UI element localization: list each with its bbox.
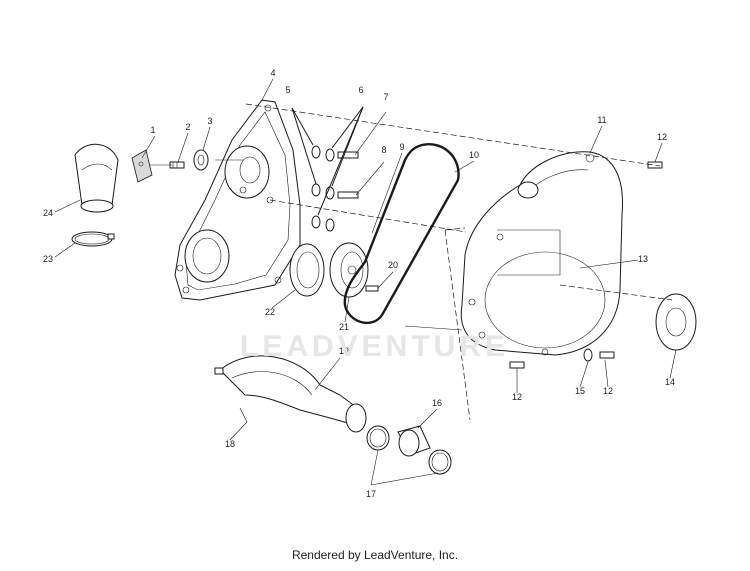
watermark: LEADVENTURE [240, 330, 510, 363]
callout-20: 20 [388, 260, 398, 270]
parts-5-6-7-hardware [291, 106, 387, 232]
callout-19: 19 [339, 346, 349, 356]
callout-12: 12 [603, 386, 613, 396]
callout-23: 23 [43, 254, 53, 264]
part-19-duct [219, 355, 367, 433]
part-16-sleeve [397, 425, 431, 457]
part-12-screws [509, 161, 663, 369]
callout-5: 5 [285, 85, 290, 95]
callout-9: 9 [399, 142, 404, 152]
callout-4: 4 [270, 68, 275, 78]
part-2-screw [169, 161, 185, 169]
callout-14: 14 [665, 377, 675, 387]
footer-credit: Rendered by LeadVenture, Inc. [291, 548, 459, 562]
part-15-washer [583, 348, 593, 362]
assembly-lines [150, 103, 673, 421]
callout-24: 24 [43, 208, 53, 218]
callout-17: 17 [366, 489, 376, 499]
callout-18: 18 [225, 439, 235, 449]
part-21-hub [329, 242, 369, 298]
part-4-inner-cover [174, 99, 301, 301]
part-17-clamps [366, 425, 452, 486]
callout-3: 3 [207, 116, 212, 126]
callout-1: 1 [150, 125, 155, 135]
part-18-screw [214, 367, 248, 423]
part-1-bracket [131, 149, 153, 183]
part-22-seal [289, 243, 325, 297]
callout-22: 22 [265, 307, 275, 317]
callout-12: 12 [512, 392, 522, 402]
callout-8: 8 [381, 145, 386, 155]
callout-15: 15 [575, 386, 585, 396]
part-10-belt [343, 143, 460, 325]
part-3-bushing [193, 149, 209, 171]
callout-12: 12 [657, 132, 667, 142]
part-24-intake-duct [74, 143, 119, 213]
callout-7: 7 [383, 92, 388, 102]
callout-13: 13 [638, 254, 648, 264]
callout-21: 21 [339, 322, 349, 332]
callout-11: 11 [597, 115, 606, 125]
callout-2: 2 [185, 122, 190, 132]
part-23-clamp [71, 231, 115, 247]
callout-6: 6 [358, 85, 363, 95]
part-20-screw [365, 285, 379, 292]
part-11-outer-cover [460, 151, 624, 356]
leader-lines [54, 78, 677, 441]
part-14-disc [655, 293, 697, 351]
callout-16: 16 [432, 398, 442, 408]
callout-10: 10 [469, 150, 479, 160]
